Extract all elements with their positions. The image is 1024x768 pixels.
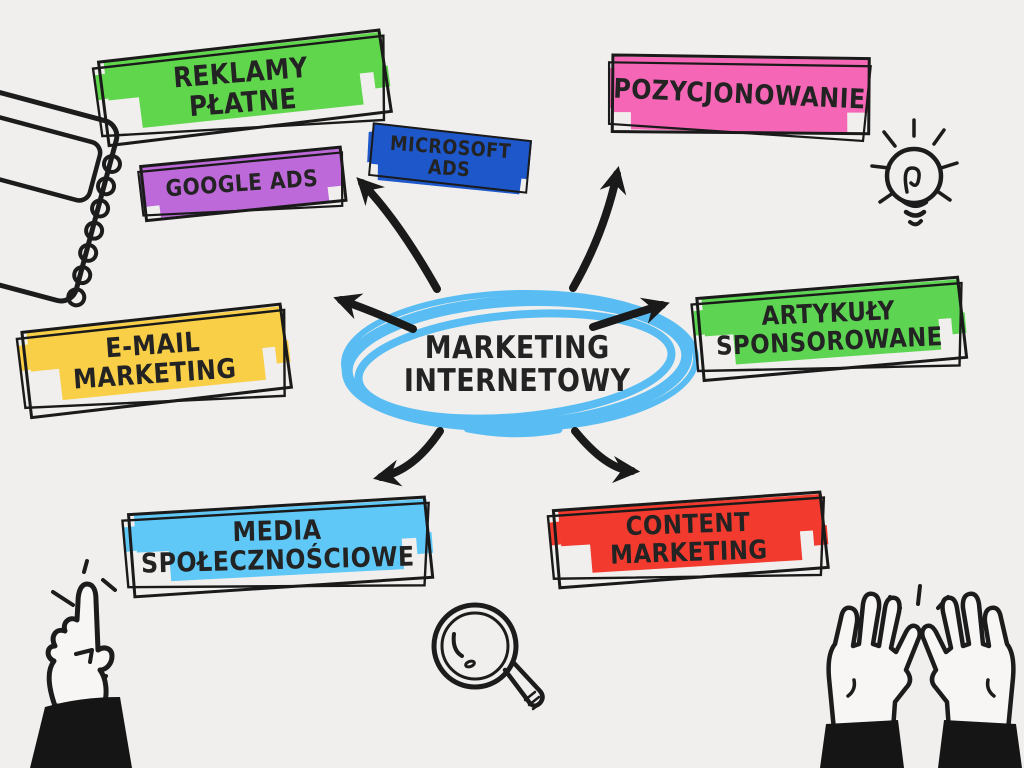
- arrow-left: [333, 293, 417, 333]
- central-topic: MARKETING INTERNETOWY: [350, 300, 685, 430]
- celebrating-hands-icon: [820, 584, 1022, 768]
- topic-label: CONTENT MARKETING: [608, 508, 768, 571]
- topic-content-marketing: CONTENT MARKETING: [544, 489, 831, 591]
- arrow-up-left: [356, 177, 441, 293]
- topic-label: MEDIA SPOŁECZNOŚCIOWE: [140, 515, 415, 579]
- spiral-notebook-icon: [0, 85, 122, 308]
- pointing-hand-icon: [30, 559, 132, 768]
- arrows-group: [333, 166, 670, 487]
- topic-label: REKLAMY PŁATNE: [172, 51, 311, 123]
- left-hand: [820, 591, 922, 768]
- topic-pozycjonowanie: POZYCJONOWANIE: [604, 44, 874, 146]
- topic-label: MICROSOFT ADS: [388, 131, 513, 184]
- topic-label: E-MAIL MARKETING: [71, 327, 237, 395]
- central-topic-label: MARKETING INTERNETOWY: [404, 332, 631, 398]
- magnifying-glass-icon: [431, 602, 545, 711]
- topic-microsoft-ads: MICROSOFT ADS: [364, 116, 537, 200]
- topic-artykuly-sponsorowane: ARTYKUŁY SPONSOROWANE: [688, 274, 970, 384]
- topic-media-spolecznosciowe: MEDIA SPOŁECZNOŚCIOWE: [119, 494, 436, 600]
- label-line: MARKETING: [425, 330, 610, 367]
- lightbulb-icon: [870, 118, 959, 227]
- label-line: INTERNETOWY: [404, 363, 631, 399]
- label-line: MARKETING: [609, 535, 768, 571]
- arrow-up-right: [569, 166, 627, 292]
- topic-email-marketing: E-MAIL MARKETING: [13, 300, 295, 421]
- arrow-right: [589, 297, 670, 331]
- topic-label: ARTYKUŁY SPONSOROWANE: [714, 297, 944, 362]
- arrow-down-left: [373, 427, 444, 487]
- right-hand: [920, 591, 1022, 768]
- arrow-down-right: [571, 427, 641, 484]
